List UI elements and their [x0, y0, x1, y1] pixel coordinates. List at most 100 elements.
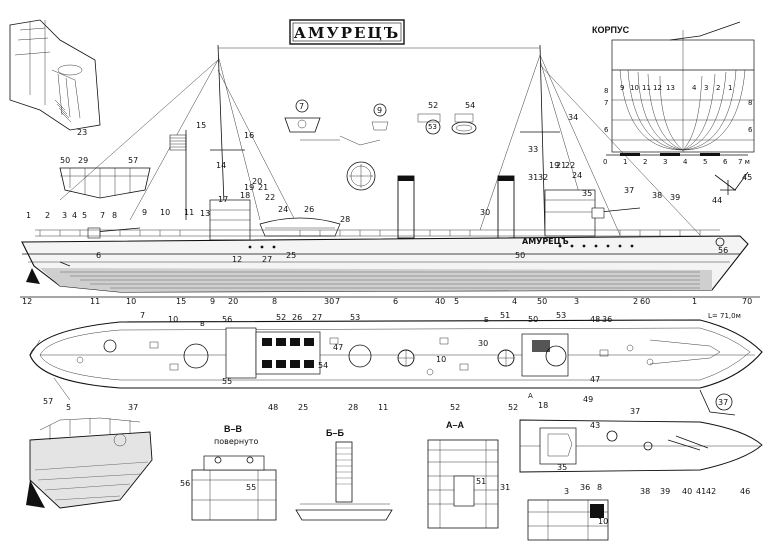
callout-number: 22: [265, 193, 275, 202]
callout-number: 49: [583, 395, 593, 404]
callout-number: 14: [216, 161, 226, 170]
callout-number: 30: [480, 208, 490, 217]
label-29: 29: [78, 156, 88, 165]
callout-number: 6: [723, 158, 728, 166]
forecastle-elevation: 10: [527, 499, 609, 541]
label-23: 23: [77, 128, 87, 137]
callout-number: 26: [304, 205, 314, 214]
callout-number: 12: [22, 297, 32, 306]
callout-number: 10: [436, 355, 446, 364]
callout-number: 1: [623, 158, 627, 166]
callout-number: 54: [318, 361, 328, 370]
scale-bar: 0 1 2 3 4 5 6 7 м: [603, 153, 750, 166]
small-details-top: 7 9 52 54 53: [284, 99, 477, 191]
callout-number: 51: [476, 477, 486, 486]
title-plate: АМУРЕЦЪ: [289, 19, 405, 45]
portholes: [248, 244, 634, 249]
callout-number: 7: [140, 311, 145, 320]
svg-text:10: 10: [630, 84, 639, 92]
stern-section-detail: 50 29 57: [59, 156, 151, 199]
callout-number: 36: [580, 483, 590, 492]
svg-text:8: 8: [604, 87, 608, 95]
callout-number: 5: [82, 211, 87, 220]
callout-number: 39: [660, 487, 670, 496]
svg-text:8: 8: [748, 99, 752, 107]
callout-number: 50: [537, 297, 547, 306]
callout-number: 8: [272, 297, 277, 306]
callout-number: 5: [703, 158, 707, 166]
callout-number: 52: [508, 403, 518, 412]
callout-number: 18: [240, 191, 250, 200]
svg-text:3: 3: [704, 84, 708, 92]
callout-number: 7: [299, 102, 304, 111]
callout-number: 3: [663, 158, 667, 166]
svg-text:1: 1: [728, 84, 732, 92]
callout-number: 50: [515, 251, 525, 260]
callout-number: 16: [244, 131, 254, 140]
callout-number: 37: [718, 398, 728, 407]
stern-perspective-detail: [26, 417, 153, 509]
callout-number: 47: [590, 375, 600, 384]
label-37: 50: [60, 156, 70, 165]
svg-text:6: 6: [748, 126, 753, 134]
callout-number: 25: [286, 251, 296, 260]
callout-number: 57: [43, 397, 53, 406]
callout-number: 13: [200, 209, 210, 218]
callout-number: 4: [683, 158, 688, 166]
callout-number: 1: [692, 297, 697, 306]
callout-number: 19: [549, 161, 559, 170]
svg-text:11: 11: [642, 84, 651, 92]
callout-number: 11: [90, 297, 100, 306]
callout-number: 24: [572, 171, 582, 180]
callout-number: А–А: [446, 420, 465, 430]
callout-number: 37: [624, 186, 634, 195]
callout-number: 30: [478, 339, 488, 348]
section-b6: Б–Б: [295, 428, 393, 521]
callout-number: 3: [564, 487, 569, 496]
callout-number: 34: [568, 113, 578, 122]
callout-number: 9: [142, 208, 147, 217]
callout-number: 27: [262, 255, 272, 264]
callout-number: 56: [180, 479, 190, 488]
callout-number: 31: [500, 483, 510, 492]
label-57: 57: [128, 156, 138, 165]
section-aa: А–А 31 51: [427, 420, 510, 529]
callout-number: 47: [333, 343, 343, 352]
callout-number: 10: [598, 517, 608, 526]
callout-number: 7: [100, 211, 105, 220]
svg-text:2: 2: [716, 84, 720, 92]
svg-text:6: 6: [604, 126, 609, 134]
svg-text:9: 9: [620, 84, 624, 92]
callout-number: 21: [556, 161, 566, 170]
callout-number: 40: [435, 297, 445, 306]
svg-text:4: 4: [692, 84, 697, 92]
callout-number: 42: [706, 487, 716, 496]
callout-number: 1: [26, 211, 31, 220]
callout-number: 35: [557, 463, 567, 472]
callout-number: 28: [340, 215, 350, 224]
hull-caption: КОРПУС: [592, 25, 630, 35]
hull-body-plan: КОРПУС 9 10 11 12 13 4 3 2 1 8 7 6 8 6: [592, 21, 755, 153]
callout-number: 52: [428, 101, 438, 110]
callout-number: 54: [465, 101, 475, 110]
callout-number: 10: [160, 208, 170, 217]
callout-number: 55: [222, 377, 232, 386]
callout-number: 7: [335, 297, 340, 306]
callout-number: 8: [597, 483, 602, 492]
callout-number: 28: [348, 403, 358, 412]
callout-number: 60: [640, 297, 650, 306]
callout-number: 52: [276, 313, 286, 322]
callout-number: 46: [740, 487, 750, 496]
callout-number: Б–Б: [326, 428, 344, 438]
callout-number: 41: [696, 487, 706, 496]
callout-number: 40: [682, 487, 692, 496]
length-note: L= 71,0м: [708, 312, 741, 320]
callout-number: 30: [324, 297, 334, 306]
svg-text:7: 7: [604, 99, 608, 107]
callout-number: 31: [528, 173, 538, 182]
skylights: [262, 338, 314, 368]
callout-number: Б: [484, 316, 489, 324]
callout-number: 18: [538, 401, 548, 410]
callout-number: 11: [184, 208, 194, 217]
callout-number: 55: [246, 483, 256, 492]
